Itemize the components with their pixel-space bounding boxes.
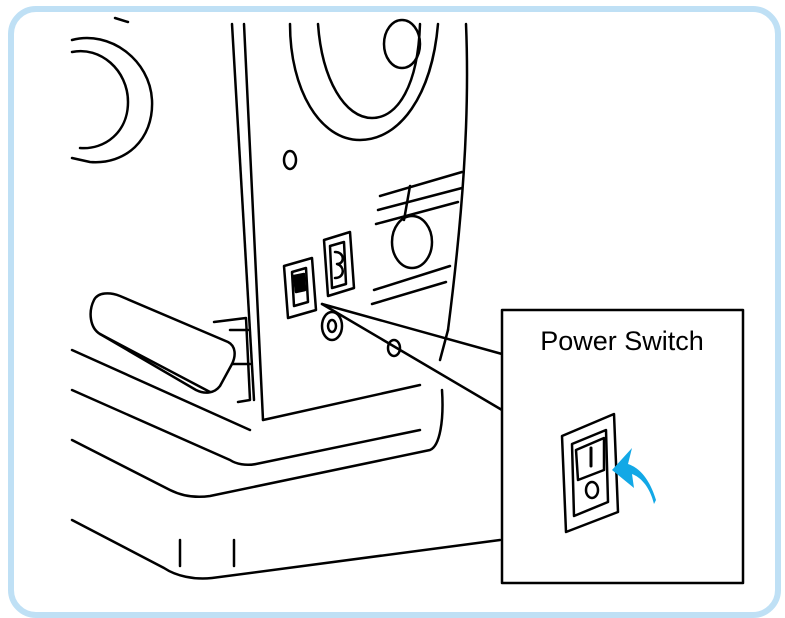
callout-box [500, 308, 745, 585]
callout-pointer [320, 302, 504, 412]
machine-power-switch [282, 256, 318, 320]
machine-side-panel [230, 22, 469, 422]
carrying-handle [89, 292, 252, 404]
machine-base [70, 348, 502, 580]
foot-controller-jack [320, 310, 402, 358]
power-inlet-icon [322, 230, 356, 298]
handwheel [70, 16, 154, 164]
screw-hole [282, 149, 298, 171]
vent-slots [370, 170, 464, 306]
speed-knob [390, 214, 434, 270]
power-switch-label: Power Switch [540, 326, 704, 356]
bobbin-winder [288, 18, 440, 142]
rocker-switch-icon [560, 412, 620, 534]
curved-up-arrow-icon [612, 448, 656, 504]
